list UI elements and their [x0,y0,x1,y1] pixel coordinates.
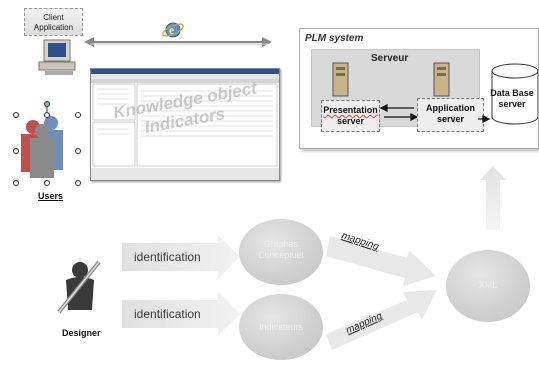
graphes-line2: Conceptuel [258,250,304,260]
client-label-line2: Application [33,23,74,32]
client-label-line1: Client [43,13,64,22]
client-application-label: Client Application [24,8,83,36]
application-line2: server [436,114,465,124]
graphes-conceptuel-label: Graphes Conceptuel [239,239,323,261]
application-server-box: Application server [417,98,484,132]
plm-system-panel: PLM system Serveur Presentation se [299,28,539,149]
computer-icon [38,39,76,75]
users-icon [21,116,63,178]
identification-arrow-bottom [122,292,240,336]
identification-bottom-label: identification [134,307,201,321]
xml-label: XML [478,280,498,290]
database-server-label: Data Base server [486,88,538,110]
mapping-arrow-bottom [326,290,437,350]
plm-title: PLM system [305,33,364,44]
mapping-arrow-top [326,236,436,286]
serveur-label: Serveur [371,53,409,64]
server-graphics [332,62,450,121]
database-line1: Data Base [490,88,534,98]
presentation-line2: server [336,116,365,126]
graphes-line1: Graphes [263,239,299,249]
svg-text:e: e [169,23,175,37]
database-line2: server [498,99,526,109]
designer-label: Designer [62,328,101,338]
server-tower-icon [332,62,349,97]
presentation-server-box: Presentation server [321,100,380,132]
serveur-group: Serveur Presentation server [311,49,484,132]
app-db-arrow [478,115,491,123]
designer-icon [57,260,101,314]
server-tower-icon-2 [433,62,450,97]
indicateurs-label: Indicateurs [258,322,304,332]
presentation-application-arrows [379,104,419,121]
client-plm-double-arrow [84,37,272,47]
application-line1: Application [426,103,475,113]
application-screenshot: Knowledge object Indicators [90,68,280,181]
graphes-conceptuel-circle [239,219,323,285]
presentation-line1: Presentation [323,105,378,115]
database-graphics [478,63,538,125]
database-icon [491,63,538,125]
browser-icon: e [162,22,184,38]
xml-circle [446,250,530,322]
users-label: Users [38,191,64,201]
selection-handles [13,101,81,186]
screenshot-ui-graphics [91,69,279,180]
identification-top-label: identification [134,250,201,264]
up-arrow [480,166,506,230]
identification-arrow-top [122,235,240,279]
indicateurs-circle [239,294,323,360]
